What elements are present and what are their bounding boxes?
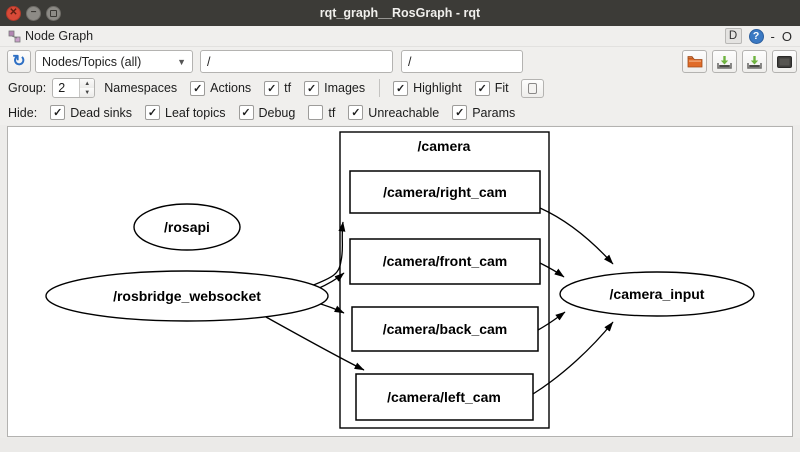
group-spinner[interactable]: 2 ▲ ▼ xyxy=(52,78,96,98)
topic-label: /camera/left_cam xyxy=(387,389,501,405)
edge-websocket-left-cam xyxy=(265,316,365,371)
topic-label: /camera/front_cam xyxy=(383,253,508,269)
node-filter-input[interactable] xyxy=(200,50,393,73)
dead-sinks-checkbox[interactable] xyxy=(50,105,66,120)
plugin-minimize-button[interactable]: - xyxy=(770,28,775,44)
leaf-topics-label: Leaf topics xyxy=(165,105,226,120)
checkbox-actions[interactable]: Actions xyxy=(190,80,252,96)
status-bar xyxy=(0,438,800,452)
dead-sinks-label: Dead sinks xyxy=(70,105,133,120)
dock-button[interactable]: D xyxy=(724,28,742,44)
fit-icon xyxy=(527,82,537,94)
fit-label: Fit xyxy=(494,81,509,95)
checkbox-highlight[interactable]: Highlight xyxy=(393,80,462,96)
window-close-icon[interactable]: ✕ xyxy=(6,5,21,21)
graph-type-select[interactable]: Nodes/Topics (all) ▼ xyxy=(35,50,193,73)
window-maximize-icon[interactable] xyxy=(46,5,61,21)
highlight-checkbox[interactable] xyxy=(393,80,409,96)
node-rosbridge-websocket[interactable]: /rosbridge_websocket xyxy=(45,270,329,322)
node-graph-icon xyxy=(8,30,21,42)
namespaces-label: Namespaces xyxy=(104,81,178,95)
checkbox-dead-sinks[interactable]: Dead sinks xyxy=(50,105,132,120)
tf-label: tf xyxy=(284,81,292,95)
checkbox-tf[interactable]: tf xyxy=(264,80,292,96)
tf-checkbox[interactable] xyxy=(264,80,280,96)
group-label: Group: xyxy=(8,81,47,95)
node-camera-input[interactable]: /camera_input xyxy=(559,271,755,317)
save-svg-button[interactable] xyxy=(742,50,767,73)
hide-label: Hide: xyxy=(8,105,38,120)
fit-checkbox[interactable] xyxy=(474,80,490,96)
edge-back-cam-input xyxy=(537,311,566,331)
node-label: /rosapi xyxy=(164,219,210,235)
checkbox-unreachable[interactable]: Unreachable xyxy=(348,105,439,120)
save-dot-icon xyxy=(717,55,732,69)
hide-tf-label: tf xyxy=(328,105,336,120)
checkbox-fit[interactable]: Fit xyxy=(474,80,509,96)
node-rosapi[interactable]: /rosapi xyxy=(133,203,241,251)
actions-label: Actions xyxy=(210,81,252,95)
refresh-icon: ↻ xyxy=(12,52,26,70)
edge-left-cam-input xyxy=(532,321,614,395)
hide-toolbar: Hide: Dead sinks Leaf topics Debug tf Un… xyxy=(0,100,800,125)
plugin-close-button[interactable]: O xyxy=(781,28,792,44)
window-title: rqt_graph__RosGraph - rqt xyxy=(319,6,481,20)
graph-type-value: Nodes/Topics (all) xyxy=(42,54,142,69)
graph-canvas[interactable]: /camera /rosapi /rosbridge_websocke xyxy=(7,126,793,437)
topic-label: /camera/right_cam xyxy=(383,184,507,200)
checkbox-hide-tf[interactable]: tf xyxy=(308,105,335,120)
debug-checkbox[interactable] xyxy=(238,105,254,120)
params-label: Params xyxy=(472,105,516,120)
images-label: Images xyxy=(324,81,366,95)
topic-camera-back-cam[interactable]: /camera/back_cam xyxy=(351,306,539,352)
edge-right-cam-input xyxy=(539,207,614,265)
spinner-down-icon[interactable]: ▼ xyxy=(80,88,95,97)
plugin-title: Node Graph xyxy=(25,29,94,43)
debug-label: Debug xyxy=(258,105,296,120)
images-checkbox[interactable] xyxy=(304,80,320,96)
unreachable-checkbox[interactable] xyxy=(348,105,364,120)
highlight-label: Highlight xyxy=(413,81,462,95)
options-toolbar: Group: 2 ▲ ▼ Namespaces Actions tf Image… xyxy=(0,76,800,100)
topic-camera-left-cam[interactable]: /camera/left_cam xyxy=(355,373,534,421)
load-dot-button[interactable] xyxy=(682,50,707,73)
ros-node-graph: /camera /rosapi /rosbridge_websocke xyxy=(45,131,755,429)
group-label: /camera xyxy=(418,138,471,154)
window-minimize-icon[interactable]: − xyxy=(26,5,41,21)
toolbar-separator xyxy=(379,79,381,97)
checkbox-debug[interactable]: Debug xyxy=(238,105,296,120)
edge-websocket-right-cam xyxy=(310,221,346,287)
leaf-topics-checkbox[interactable] xyxy=(145,105,161,120)
actions-checkbox[interactable] xyxy=(190,80,206,96)
save-image-icon xyxy=(777,55,792,68)
topic-filter-input[interactable] xyxy=(401,50,523,73)
group-spinner-value: 2 xyxy=(58,81,66,95)
topic-camera-front-cam[interactable]: /camera/front_cam xyxy=(349,238,541,285)
os-titlebar: ✕ − rqt_graph__RosGraph - rqt xyxy=(0,0,800,26)
checkbox-leaf-topics[interactable]: Leaf topics xyxy=(145,105,226,120)
main-toolbar: ↻ Nodes/Topics (all) ▼ xyxy=(0,47,800,76)
refresh-button[interactable]: ↻ xyxy=(7,50,31,73)
fit-in-view-button[interactable] xyxy=(520,78,544,98)
checkbox-params[interactable]: Params xyxy=(452,105,515,120)
params-checkbox[interactable] xyxy=(452,105,468,120)
save-image-button[interactable] xyxy=(772,50,797,73)
open-folder-icon xyxy=(687,56,702,68)
topic-label: /camera/back_cam xyxy=(383,321,508,337)
topic-camera-right-cam[interactable]: /camera/right_cam xyxy=(349,170,541,214)
node-label: /rosbridge_websocket xyxy=(113,288,261,304)
hide-tf-checkbox[interactable] xyxy=(308,105,324,120)
plugin-titlebar: Node Graph D ? - O xyxy=(0,26,800,47)
unreachable-label: Unreachable xyxy=(368,105,440,120)
save-svg-icon xyxy=(747,55,762,69)
checkbox-images[interactable]: Images xyxy=(304,80,366,96)
spinner-up-icon[interactable]: ▲ xyxy=(80,79,95,88)
save-dot-button[interactable] xyxy=(712,50,737,73)
node-label: /camera_input xyxy=(610,286,705,302)
chevron-down-icon: ▼ xyxy=(177,56,186,67)
help-icon[interactable]: ? xyxy=(748,28,764,44)
edge-front-cam-input xyxy=(539,262,565,278)
